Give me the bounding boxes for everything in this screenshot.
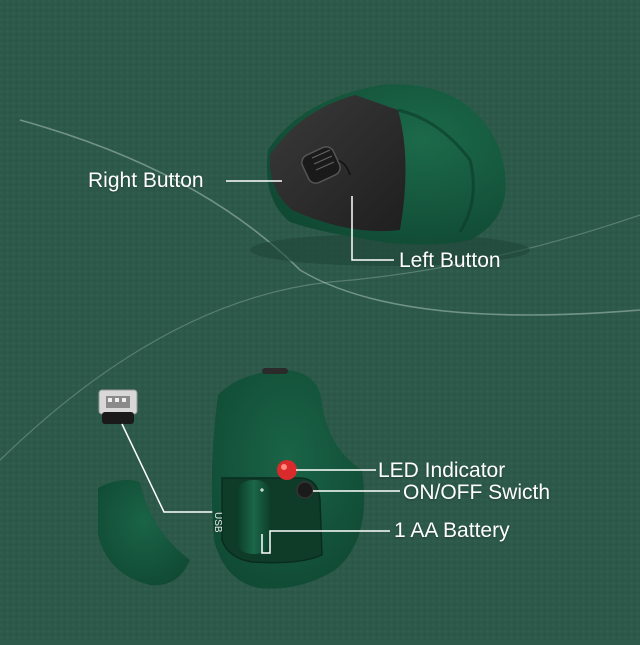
- decorative-swoosh-upper: [19, 119, 640, 316]
- decorative-swoosh-lower: [0, 214, 640, 462]
- mouse-top-view: [250, 84, 530, 266]
- usb-storage-leader: [121, 423, 218, 513]
- battery-cover: [98, 480, 190, 586]
- led-indicator: [277, 460, 297, 480]
- scroll-wheel: [301, 146, 341, 184]
- on-off-switch: [296, 481, 314, 499]
- on-off-switch-label: ON/OFF Swicth: [403, 481, 551, 504]
- left-button-label: Left Button: [399, 249, 501, 272]
- battery-label: 1 AA Battery: [394, 519, 510, 542]
- usb-receiver: [98, 389, 138, 424]
- battery-leader: [261, 530, 390, 554]
- usb-marking: USB: [212, 512, 223, 533]
- aa-battery: [236, 480, 272, 554]
- mouse-bottom-view: [211, 368, 365, 589]
- right-button-label: Right Button: [88, 169, 204, 192]
- led-indicator-label: LED Indicator: [378, 459, 506, 482]
- left-button-leader: [351, 196, 394, 261]
